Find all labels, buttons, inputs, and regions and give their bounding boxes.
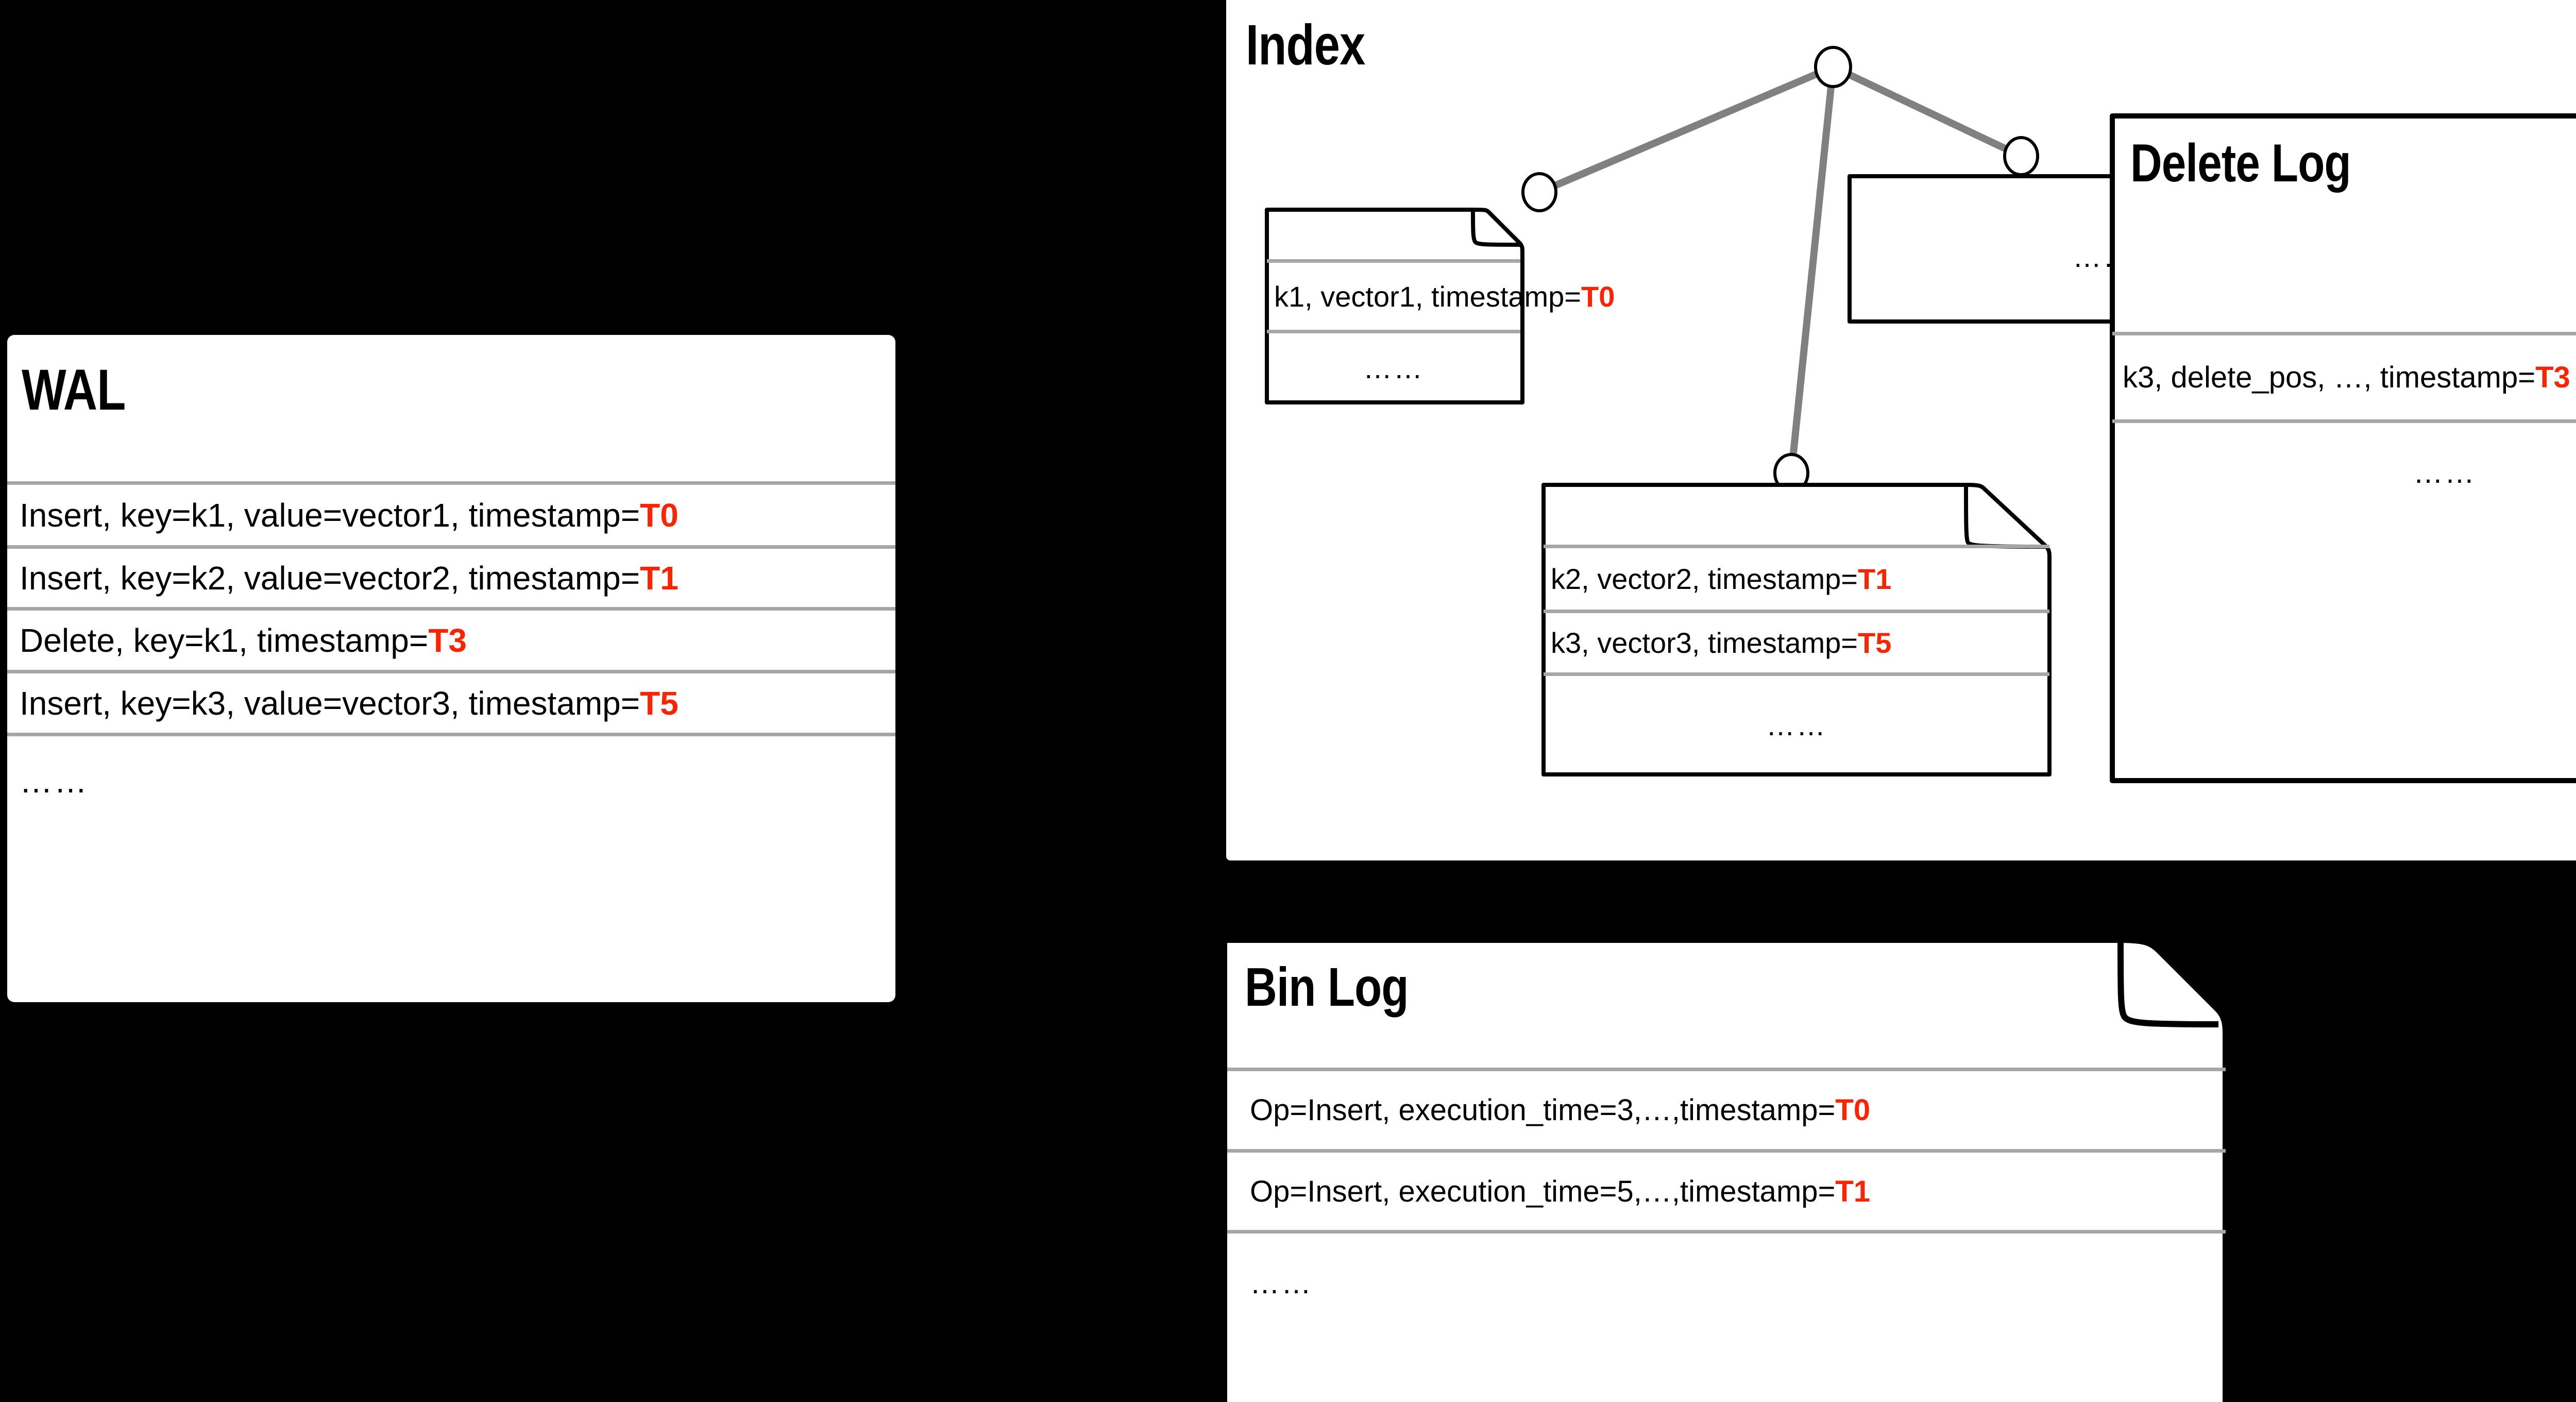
index-leaf-middle-row: k2, vector2, timestamp=T1 xyxy=(1544,545,2049,610)
wal-row-text: …… xyxy=(20,762,89,800)
wal-row-text: Insert, key=k1, value=vector1, timestamp… xyxy=(20,496,640,534)
tree-node-root xyxy=(1814,46,1852,88)
wal-row: Delete, key=k1, timestamp=T3 xyxy=(7,607,895,670)
wal-panel: WAL Insert, key=k1, value=vector1, times… xyxy=(7,335,895,1002)
index-leaf-middle-row: …… xyxy=(1544,672,2049,774)
row-timestamp: T5 xyxy=(1858,627,1892,659)
row-text: …… xyxy=(1250,1266,1313,1300)
index-leaf-middle-row: k3, vector3, timestamp=T5 xyxy=(1544,610,2049,672)
document-outline xyxy=(1221,937,2229,1402)
document-outline xyxy=(1265,208,1524,404)
row-text: …… xyxy=(1766,709,1827,741)
wal-row: Insert, key=k1, value=vector1, timestamp… xyxy=(7,481,895,545)
tree-edge-middle xyxy=(1788,63,1837,477)
document-fold-icon xyxy=(2117,939,2219,1027)
row-text: …… xyxy=(1363,351,1424,384)
document-outline xyxy=(2110,113,2576,783)
wal-row-timestamp: T1 xyxy=(640,559,679,597)
row-timestamp: T0 xyxy=(1835,1093,1871,1127)
wal-row: Insert, key=k3, value=vector3, timestamp… xyxy=(7,670,895,733)
bin-log-row: Op=Insert, execution_time=3,…,timestamp=… xyxy=(1227,1068,2226,1149)
document-shape xyxy=(1265,208,1524,404)
row-text: k3, delete_pos, …, timestamp= xyxy=(2123,361,2536,394)
tree-node-right xyxy=(2003,136,2039,176)
index-leaf-left: k1, vector1, timestamp=T0 …… xyxy=(1265,208,1615,404)
delete-log-document: Delete Log k3, delete_pos, …, timestamp=… xyxy=(2110,113,2576,783)
wal-row-text: Delete, key=k1, timestamp= xyxy=(20,621,429,659)
index-leaf-middle: k2, vector2, timestamp=T1 k3, vector3, t… xyxy=(1541,483,2052,776)
wal-row-timestamp: T0 xyxy=(640,496,679,534)
row-timestamp: T1 xyxy=(1835,1174,1871,1208)
tree-edge-left xyxy=(1536,63,1837,196)
index-leaf-left-row: …… xyxy=(1267,330,1520,402)
document-fold-icon xyxy=(1471,209,1521,247)
wal-row-text: Insert, key=k2, value=vector2, timestamp… xyxy=(20,559,640,597)
index-title: Index xyxy=(1246,13,1365,77)
row-timestamp: T0 xyxy=(1581,280,1615,313)
wal-row-text: Insert, key=k3, value=vector3, timestamp… xyxy=(20,684,640,722)
wal-row-timestamp: T5 xyxy=(640,684,679,722)
bin-log-panel: Bin Log Op=Insert, execution_time=3,…,ti… xyxy=(1221,937,2229,1402)
row-text: k2, vector2, timestamp= xyxy=(1551,563,1858,595)
tree-node-left xyxy=(1521,172,1557,212)
delete-log-title: Delete Log xyxy=(2130,133,2351,193)
wal-row-timestamp: T3 xyxy=(428,621,467,659)
delete-log-row: …… xyxy=(2112,419,2576,522)
document-shape xyxy=(2110,113,2576,783)
wal-row: …… xyxy=(7,733,895,825)
index-panel: Index k1, vector1 xyxy=(1226,0,2576,860)
delete-log-row: k3, delete_pos, …, timestamp=T3 xyxy=(2112,332,2576,419)
row-text: Op=Insert, execution_time=3,…,timestamp= xyxy=(1250,1093,1836,1127)
document-shape xyxy=(1221,937,2229,1402)
row-text: k1, vector1, timestamp= xyxy=(1274,280,1582,313)
wal-title: WAL xyxy=(22,358,126,422)
row-text: …… xyxy=(2413,456,2476,489)
index-leaf-left-row: k1, vector1, timestamp=T0 xyxy=(1267,259,1615,330)
row-text: Op=Insert, execution_time=5,…,timestamp= xyxy=(1250,1174,1836,1208)
bin-log-row: Op=Insert, execution_time=5,…,timestamp=… xyxy=(1227,1149,2226,1230)
bin-log-title: Bin Log xyxy=(1245,957,1409,1018)
row-timestamp: T3 xyxy=(2535,361,2570,394)
wal-row: Insert, key=k2, value=vector2, timestamp… xyxy=(7,545,895,607)
row-timestamp: T1 xyxy=(1858,563,1892,595)
bin-log-row: …… xyxy=(1227,1230,2226,1333)
tree-edge-right xyxy=(1829,63,2025,160)
row-text: k3, vector3, timestamp= xyxy=(1551,627,1858,659)
